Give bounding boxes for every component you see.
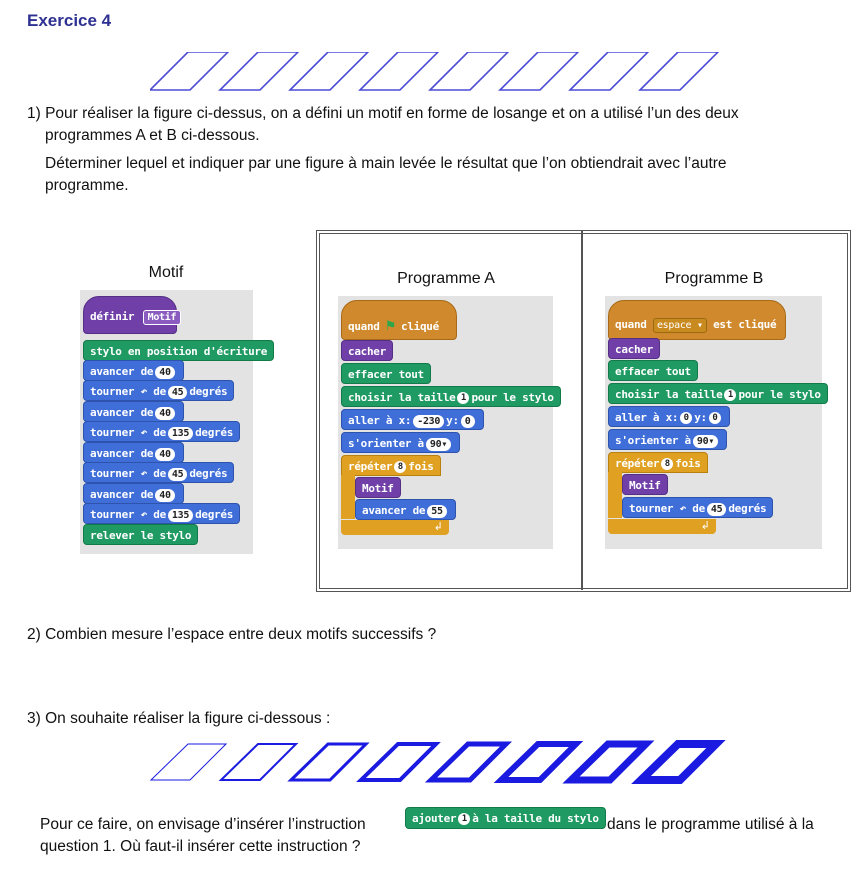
prog-a-script-area: quand ⚑ cliqué cacher effacer tout chois… xyxy=(338,296,561,549)
repeat-c-arm xyxy=(608,472,622,518)
turn-left-icon: ↶ xyxy=(140,467,148,480)
rhombus-6 xyxy=(493,741,584,783)
rhombus-4 xyxy=(358,52,440,91)
rhombus-7 xyxy=(568,52,650,91)
define-motif-block[interactable]: définir Motif xyxy=(83,296,182,334)
prog-a-title: Programme A xyxy=(397,270,495,287)
q1-line2: programmes A et B ci-dessous. xyxy=(45,127,260,144)
programs-frame xyxy=(316,230,851,592)
rhombus-2 xyxy=(218,743,299,781)
q3-line1-before: Pour ce faire, on envisage d’insérer l’i… xyxy=(40,816,366,833)
rhombus-6 xyxy=(498,52,580,91)
turn-left-icon: ↶ xyxy=(679,502,687,515)
rhombus-4 xyxy=(356,742,441,782)
q3: 3) On souhaite réaliser la figure ci-des… xyxy=(27,710,331,727)
rhombus-2 xyxy=(218,52,300,91)
rhombus-5 xyxy=(424,741,513,783)
rhombus-1 xyxy=(149,743,228,781)
prog-b-title: Programme B xyxy=(664,270,764,287)
rhombus-3 xyxy=(287,742,370,782)
pen-up-block[interactable]: relever le stylo xyxy=(83,524,199,545)
motif-title: Motif xyxy=(148,264,184,281)
when-key-pressed-block[interactable]: quand espace ▾ est cliqué xyxy=(608,300,786,340)
turn-left-icon: ↶ xyxy=(140,508,148,521)
repeat-c-arm xyxy=(341,475,355,519)
figure-growing-rhombus-row xyxy=(149,740,726,784)
figure-rhombus-row xyxy=(150,52,720,91)
repeat-loop-arrow-icon: ↲ xyxy=(341,520,449,535)
q1-line3: Déterminer lequel et indiquer par une fi… xyxy=(45,155,727,172)
turn-left-icon: ↶ xyxy=(140,426,148,439)
clear-block[interactable]: effacer tout xyxy=(341,363,431,384)
rhombus-7 xyxy=(562,740,655,784)
programs-frame-inner xyxy=(319,233,848,589)
motif-call-block[interactable]: Motif xyxy=(355,477,401,498)
motif-script-area: définir Motif stylo en position d'écritu… xyxy=(80,290,275,554)
exercise-title: Exercice 4 xyxy=(27,11,112,30)
rhombus-1 xyxy=(150,52,230,91)
turn-left-icon: ↶ xyxy=(140,385,148,398)
when-flag-clicked-block[interactable]: quand ⚑ cliqué xyxy=(341,300,457,340)
hide-block[interactable]: cacher xyxy=(341,340,393,361)
q3-line2: question 1. Où faut-il insérer cette ins… xyxy=(40,838,361,855)
q1-line1: 1) Pour réaliser la figure ci-dessus, on… xyxy=(27,105,739,122)
pen-down-block[interactable]: stylo en position d'écriture xyxy=(83,340,275,361)
rhombus-8 xyxy=(631,740,726,784)
programs-divider xyxy=(581,230,583,590)
q3-line1-after: dans le programme utilisé à la xyxy=(607,816,814,833)
key-dropdown[interactable]: espace ▾ xyxy=(652,317,707,333)
motif-call-block[interactable]: Motif xyxy=(622,474,668,495)
define-name: Motif xyxy=(142,309,182,325)
prog-b-script-area: quand espace ▾ est cliqué cacher effacer… xyxy=(605,296,828,549)
rhombus-3 xyxy=(288,52,370,91)
rhombus-5 xyxy=(428,52,510,91)
q1-line4: programme. xyxy=(45,177,129,194)
green-flag-icon: ⚑ xyxy=(385,316,395,334)
q2: 2) Combien mesure l’espace entre deux mo… xyxy=(27,626,437,643)
hide-block[interactable]: cacher xyxy=(608,338,660,359)
clear-block[interactable]: effacer tout xyxy=(608,360,698,381)
repeat-loop-arrow-icon: ↲ xyxy=(608,519,716,534)
rhombus-8 xyxy=(638,52,720,91)
